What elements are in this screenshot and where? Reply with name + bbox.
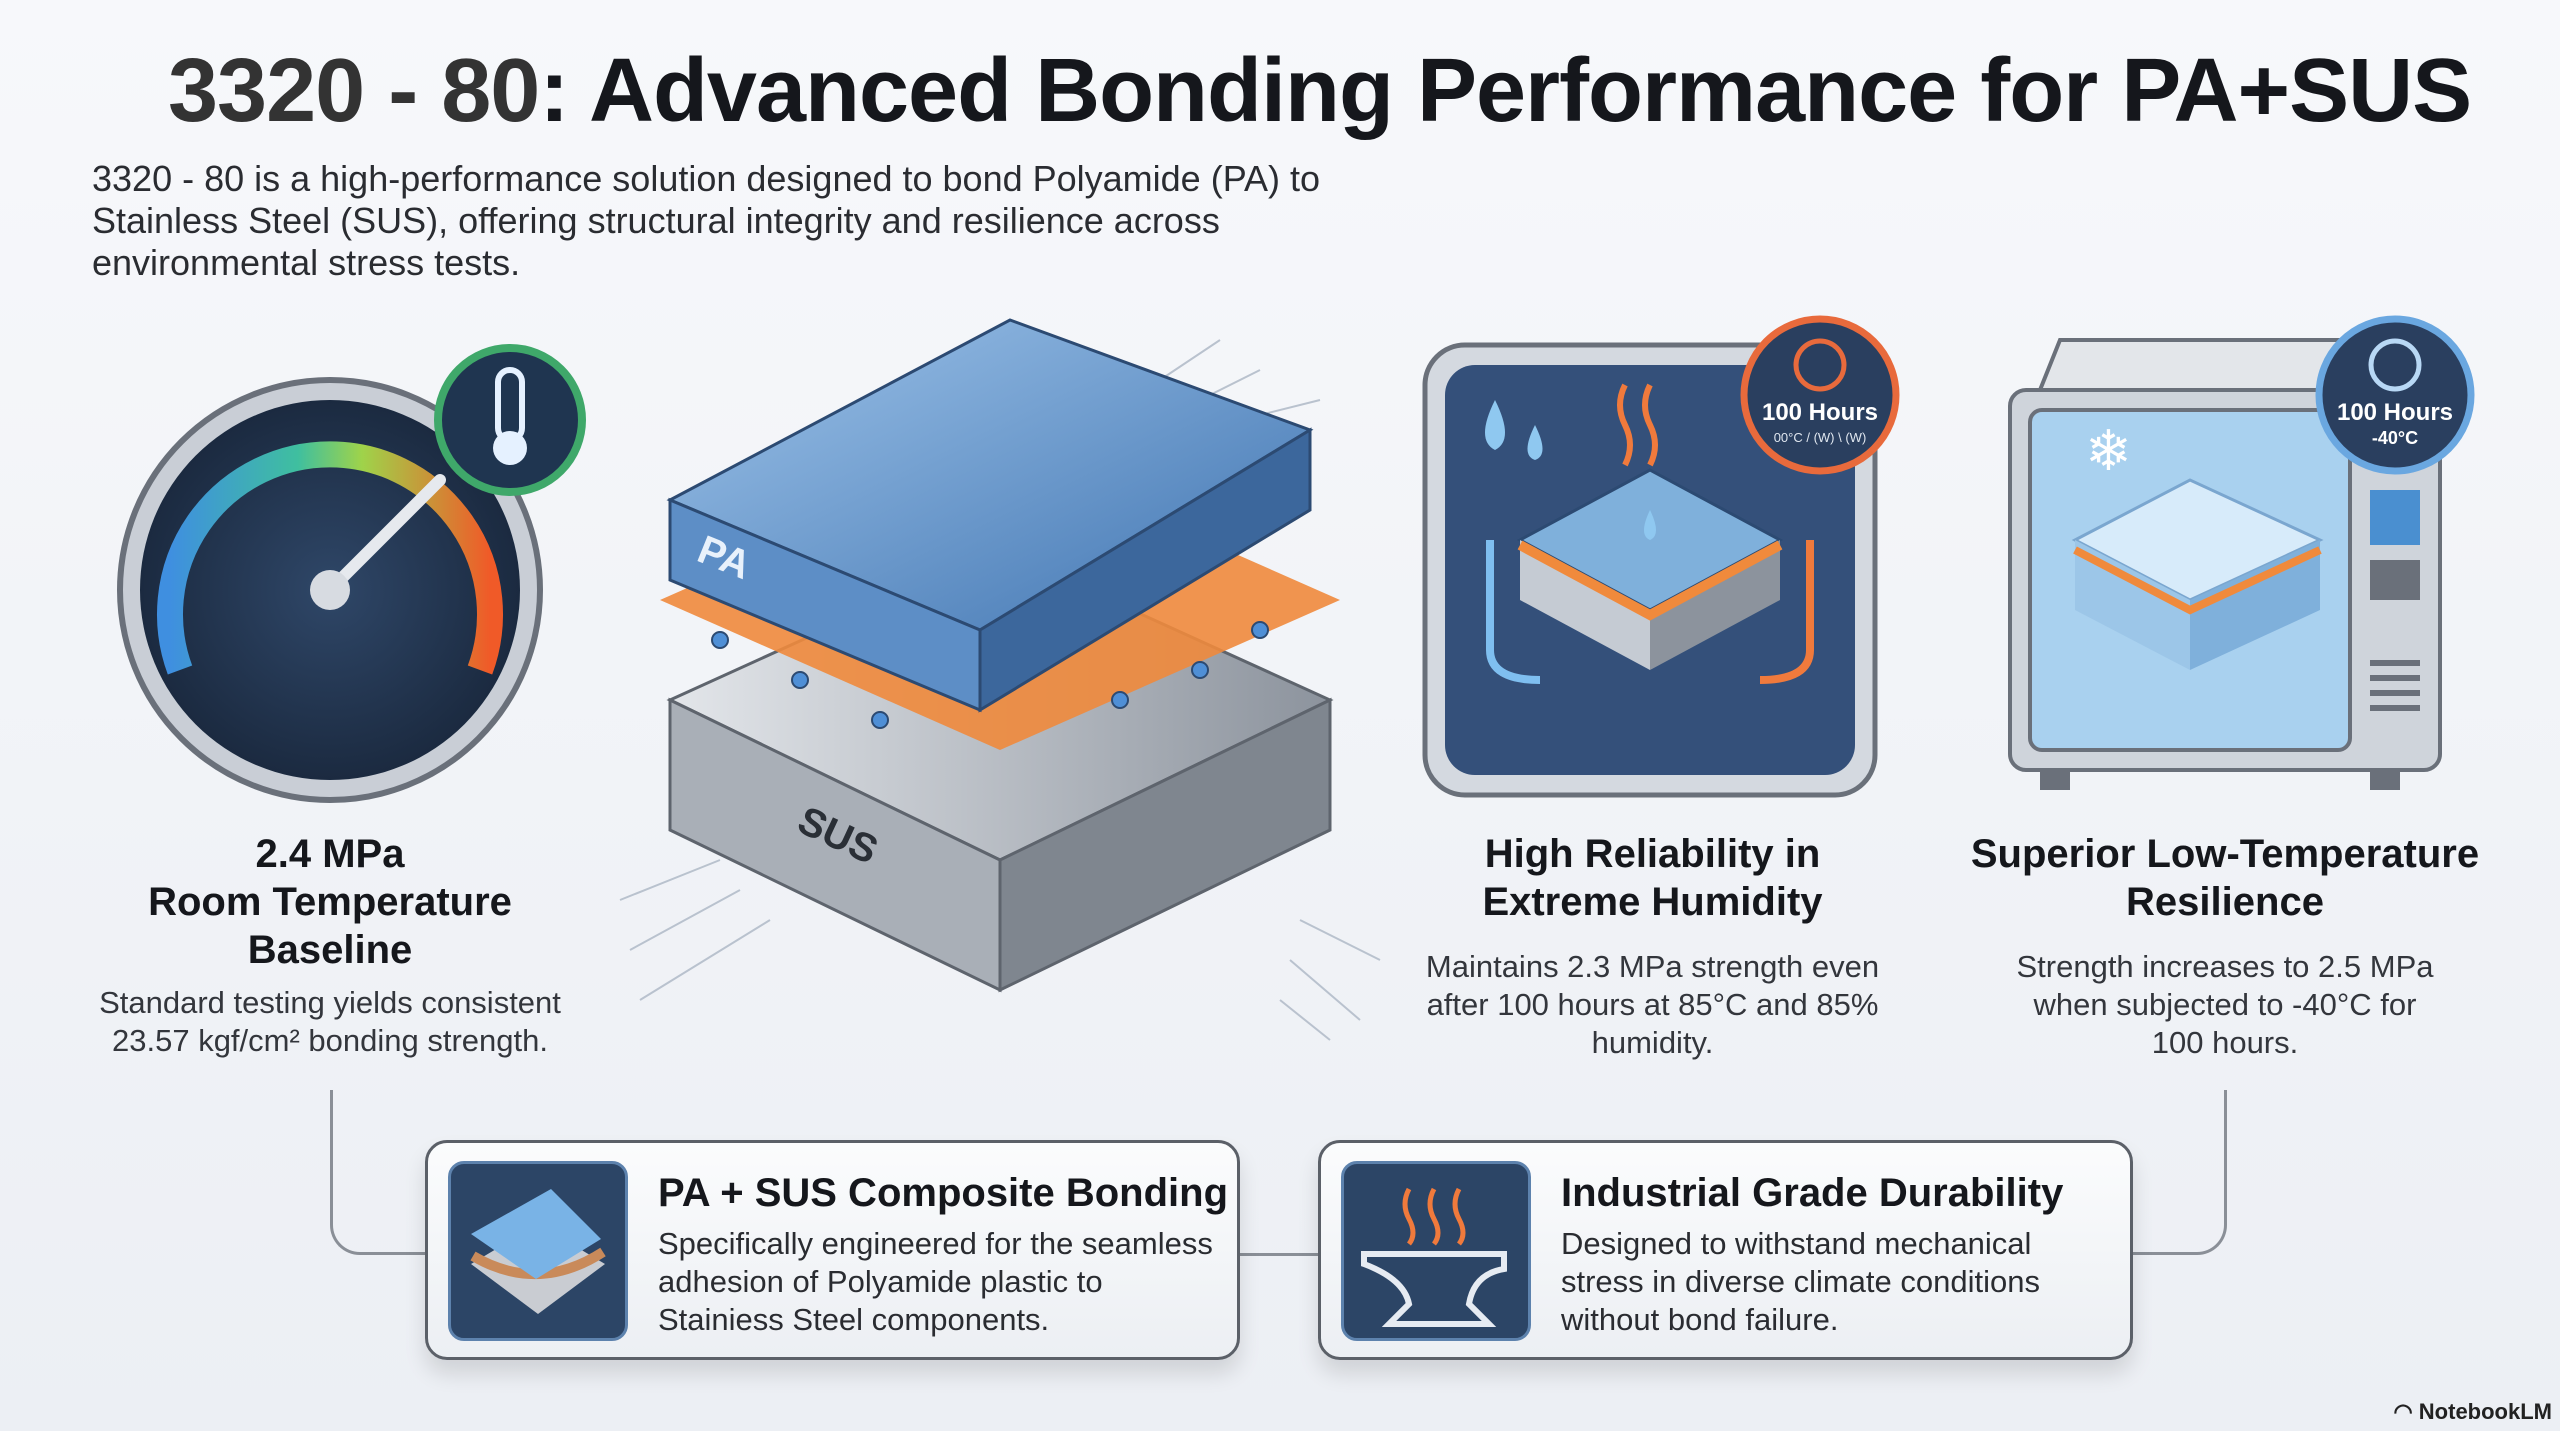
- watermark-text: NotebookLM: [2418, 1399, 2552, 1424]
- room-temp-desc: Standard testing yields consistent 23.57…: [99, 985, 561, 1058]
- card-title: Industrial Grade Durability: [1561, 1171, 2064, 1215]
- heading-line: 2.4 MPa: [255, 832, 405, 876]
- page-title: 3320 - 80: Advanced Bonding Performance …: [168, 40, 2472, 143]
- humidity-badge-title: 100 Hours: [1762, 399, 1878, 426]
- heading-line: Baseline: [247, 928, 413, 972]
- anvil-icon: [1341, 1161, 1531, 1341]
- connector-line-right: [2130, 1090, 2227, 1255]
- model-number: 3320 - 80: [168, 41, 540, 141]
- heading-line: Superior Low-Temperature: [1970, 832, 2480, 876]
- heading-line: Resilience: [2126, 880, 2324, 924]
- heading-line: Room Temperature: [148, 880, 512, 924]
- card-desc: Specifically engineered for the seamless…: [658, 1226, 1213, 1337]
- connector-line-middle: [1240, 1253, 1320, 1256]
- humidity-desc: Maintains 2.3 MPa strength even after 10…: [1425, 949, 1880, 1060]
- gauge-icon: [117, 344, 586, 803]
- freezer-badge-sub: -40°C: [2372, 428, 2418, 448]
- layers-icon: [448, 1161, 628, 1341]
- snowflake-icon: ❄: [2085, 419, 2132, 482]
- notebooklm-watermark: ◠ NotebookLM: [2393, 1399, 2552, 1424]
- heading-line: High Reliability in: [1484, 832, 1821, 876]
- card-desc: Designed to withstand mechanical stress …: [1561, 1226, 2040, 1337]
- feature-card-composite-bonding: PA + SUS Composite Bonding Specifically …: [425, 1140, 1240, 1360]
- intro-text: 3320 - 80 is a high-performance solution…: [92, 158, 1321, 283]
- freezer-badge-title: 100 Hours: [2337, 399, 2453, 426]
- freezer-icon: ❄ 100 Hours -40°C: [2008, 315, 2475, 790]
- low-temp-desc: Strength increases to 2.5 MPa when subje…: [2016, 949, 2434, 1060]
- humidity-chamber-icon: 100 Hours 00°C / (W) \ (W): [1422, 315, 1900, 798]
- title-text: : Advanced Bonding Performance for PA+SU…: [539, 41, 2472, 141]
- humidity-badge-sub: 00°C / (W) \ (W): [1774, 430, 1867, 445]
- connector-line-left: [330, 1090, 430, 1255]
- heading-line: Extreme Humidity: [1482, 880, 1823, 924]
- pa-sus-bond-illustration: PA SUS: [619, 318, 1381, 1041]
- feature-card-durability: Industrial Grade Durability Designed to …: [1318, 1140, 2133, 1360]
- card-title: PA + SUS Composite Bonding: [658, 1171, 1229, 1215]
